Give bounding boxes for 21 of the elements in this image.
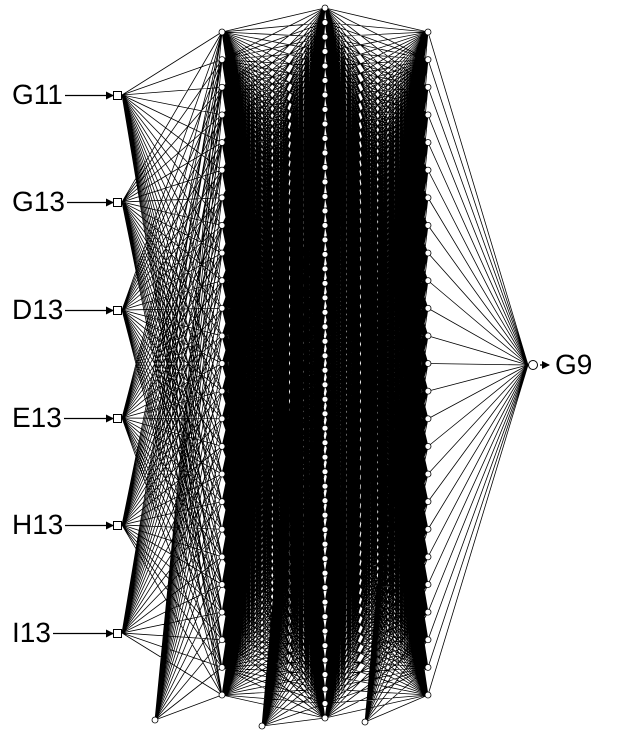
input-node <box>113 198 122 207</box>
arrow <box>65 522 114 530</box>
input-node <box>113 521 122 530</box>
input-label: I13 <box>12 617 51 649</box>
input-node <box>113 414 122 423</box>
input-node <box>113 629 122 638</box>
input-node <box>113 91 122 100</box>
output-label: G9 <box>555 349 592 381</box>
arrow <box>67 198 114 206</box>
input-label: D13 <box>12 294 64 326</box>
input-label: H13 <box>12 509 64 541</box>
arrow <box>53 630 114 638</box>
input-label: E13 <box>12 402 62 434</box>
arrow <box>64 414 114 422</box>
arrow <box>540 361 550 369</box>
arrow <box>65 306 114 314</box>
input-label: G13 <box>12 186 65 218</box>
input-label: G11 <box>12 79 63 111</box>
arrow <box>65 92 114 100</box>
output-node <box>528 360 538 370</box>
input-node <box>113 306 122 315</box>
